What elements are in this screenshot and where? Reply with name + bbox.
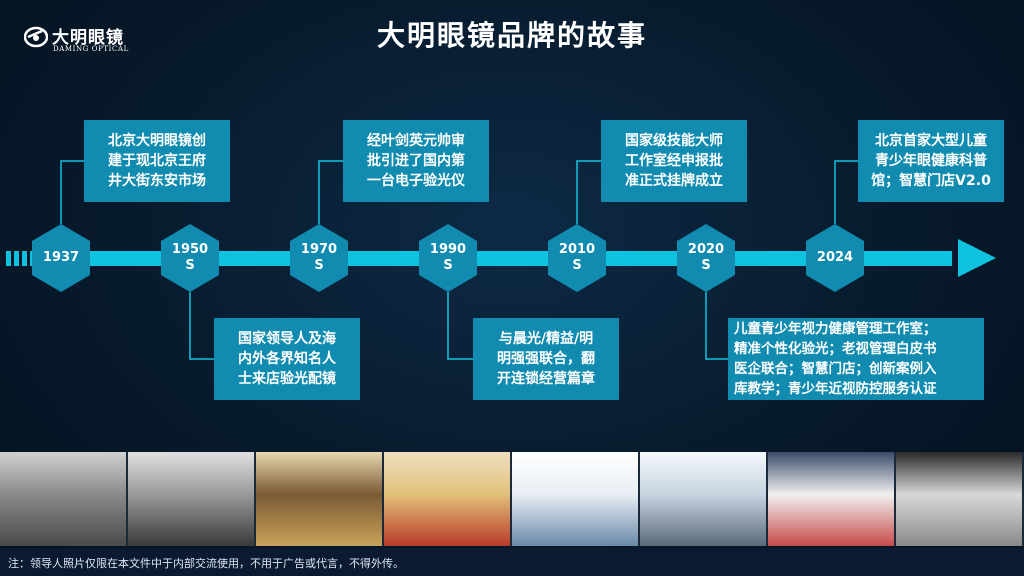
- timeline-year: 2010 S: [558, 242, 596, 273]
- historic-photo: [0, 452, 128, 546]
- connector-line: [576, 160, 601, 224]
- historic-photo: [896, 452, 1024, 546]
- timeline-event-box: 北京首家大型儿童 青少年眼健康科普 馆；智慧门店V2.0: [858, 120, 1004, 202]
- footer-note: 注：领导人照片仅限在本文件中于内部交流使用，不用于广告或代言，不得外传。: [0, 548, 1024, 576]
- timeline-event-box: 国家级技能大师 工作室经申报批 准正式挂牌成立: [601, 120, 747, 202]
- timeline-year: 1970 S: [300, 242, 338, 273]
- timeline-year: 2024: [816, 250, 854, 265]
- page-title: 大明眼镜品牌的故事: [376, 19, 647, 52]
- timeline-event-box: 国家领导人及海 内外各界知名人 士来店验光配镜: [214, 318, 360, 400]
- logo-chinese-name: 大明眼镜: [52, 28, 124, 48]
- brand-logo: 大明眼镜 DAMING OPTICAL: [24, 22, 144, 56]
- historic-photo: [768, 452, 896, 546]
- arrow-head-icon: [958, 239, 996, 277]
- timeline-year: 2020 S: [687, 242, 725, 273]
- axis-end-dashes: [926, 251, 952, 266]
- historic-photo: [512, 452, 640, 546]
- footer-text: 注：领导人照片仅限在本文件中于内部交流使用，不用于广告或代言，不得外传。: [8, 557, 404, 570]
- connector-line: [318, 160, 343, 224]
- photo-strip: [0, 452, 1024, 546]
- logo-mark-icon: [24, 26, 48, 48]
- connector-line: [60, 160, 84, 224]
- connector-line: [834, 160, 858, 224]
- timeline-year: 1990 S: [429, 242, 467, 273]
- timeline-year: 1950 S: [171, 242, 209, 273]
- timeline-event-box: 儿童青少年视力健康管理工作室； 精准个性化验光；老视管理白皮书 医企联合；智慧门…: [728, 318, 984, 400]
- timeline-year: 1937: [42, 250, 80, 265]
- timeline-event-box: 与晨光/精益/明 明强强联合，翻 开连锁经营篇章: [473, 318, 619, 400]
- connector-line: [447, 292, 473, 360]
- axis-dashes: [6, 251, 27, 266]
- historic-photo: [256, 452, 384, 546]
- historic-photo: [640, 452, 768, 546]
- logo-english-name: DAMING OPTICAL: [53, 45, 129, 53]
- timeline-event-box: 经叶剑英元帅审 批引进了国内第 一台电子验光仪: [343, 120, 489, 202]
- connector-line: [705, 292, 728, 360]
- timeline-event-box: 北京大明眼镜创 建于现北京王府 井大街东安市场: [84, 120, 230, 202]
- connector-line: [189, 292, 214, 360]
- historic-photo: [384, 452, 512, 546]
- historic-photo: [128, 452, 256, 546]
